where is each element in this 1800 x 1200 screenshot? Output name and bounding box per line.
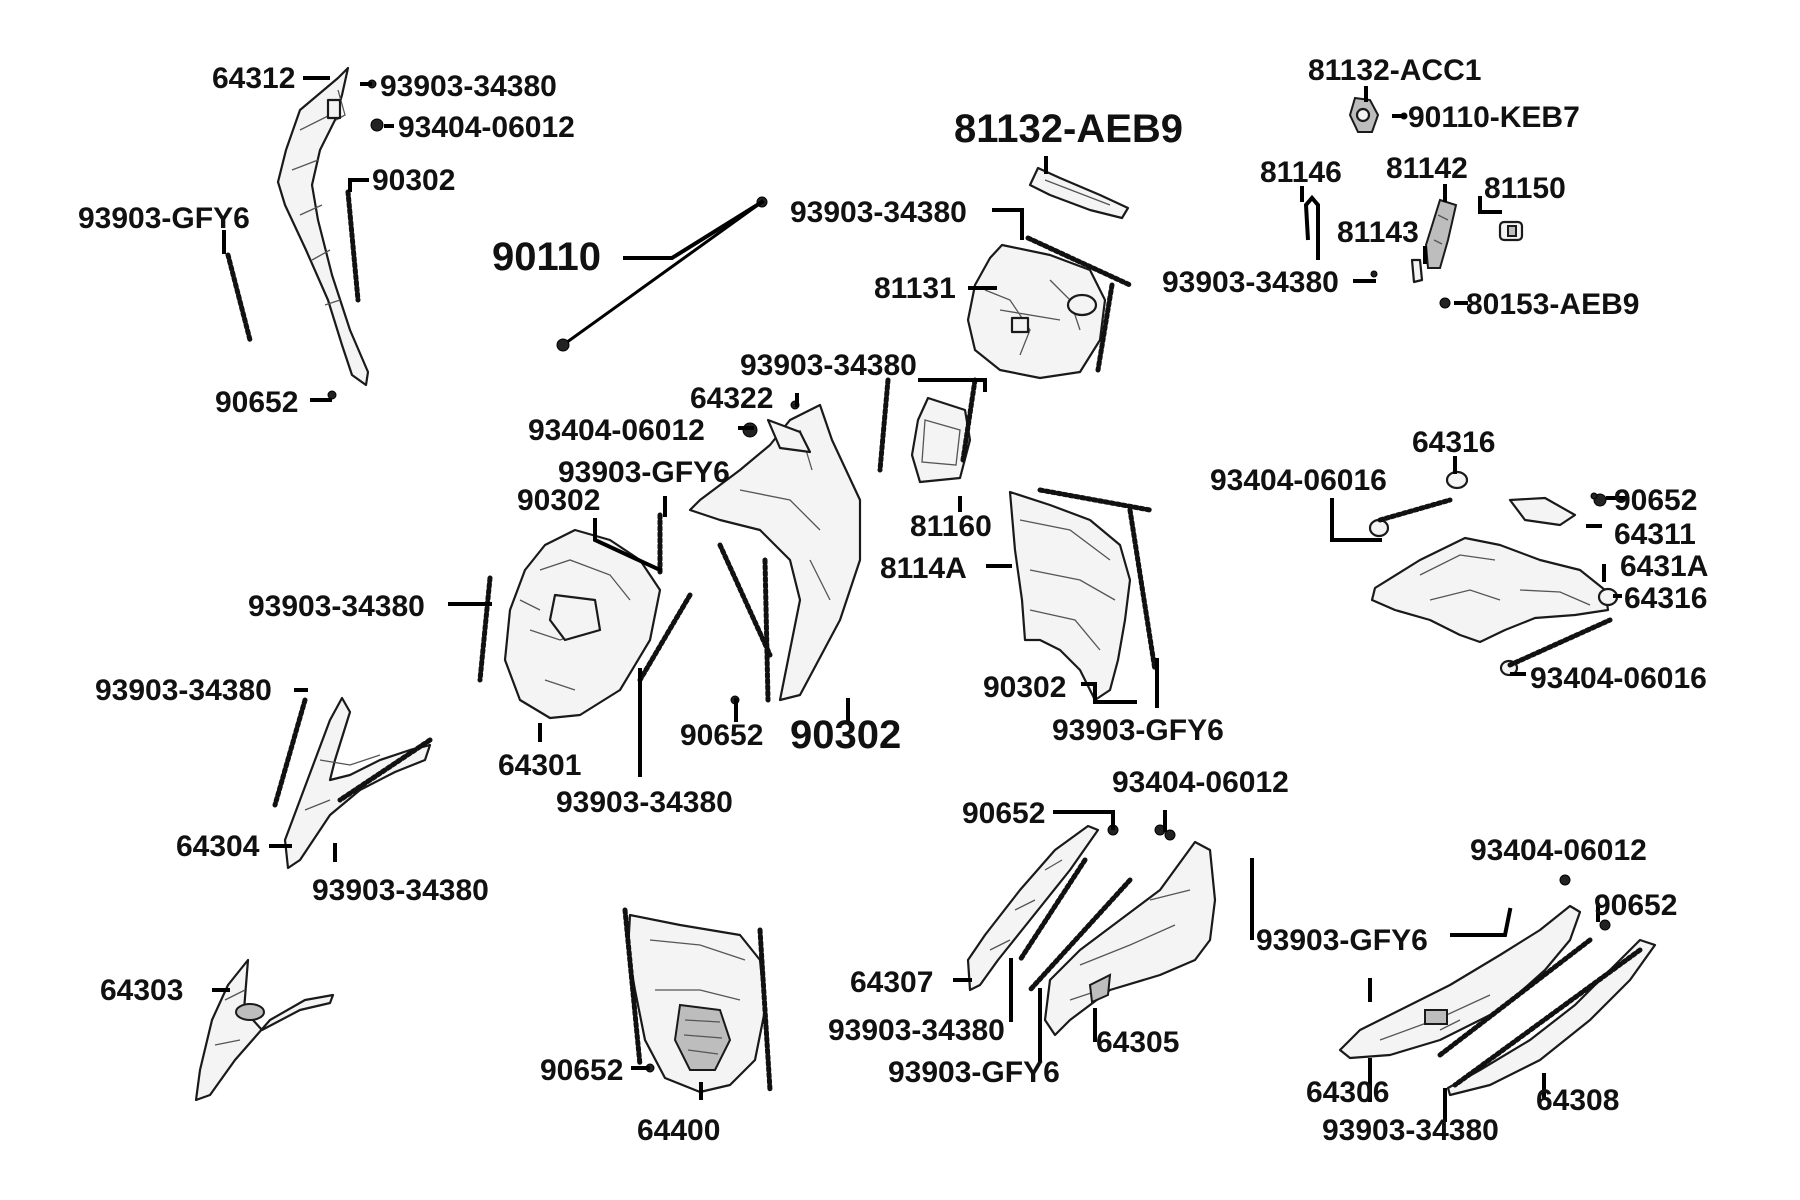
- label-90302: 90302: [517, 484, 600, 517]
- part-labels: 64312 93903-34380 93404-06012 90302 9390…: [78, 54, 1708, 1147]
- label-93903-34380: 93903-34380: [790, 196, 967, 229]
- label-93903-GFY6: 93903-GFY6: [1052, 714, 1224, 747]
- label-90652: 90652: [680, 719, 763, 752]
- label-81132-AEB9: 81132-AEB9: [954, 107, 1183, 151]
- label-64301: 64301: [498, 749, 581, 782]
- part-81131-inner-cover: [966, 243, 1107, 380]
- label-81142: 81142: [1386, 152, 1468, 185]
- part-64303-front-tip: [194, 958, 335, 1102]
- part-floor-panel: [1368, 470, 1619, 677]
- label-93404-06016: 93404-06016: [1210, 464, 1387, 497]
- label-93903-34380: 93903-34380: [740, 349, 917, 382]
- label-90110: 90110: [492, 235, 601, 279]
- part-64305-inner-lower: [1043, 840, 1217, 1037]
- leader-lines: [212, 76, 1627, 1122]
- part-81132-AEB9-top-cover: [1028, 166, 1130, 220]
- label-93903-34380: 93903-34380: [556, 786, 733, 819]
- label-93404-06012: 93404-06012: [398, 111, 575, 144]
- label-64303: 64303: [100, 974, 183, 1007]
- part-81146-hook: [1303, 194, 1320, 260]
- label-93903-34380: 93903-34380: [95, 674, 272, 707]
- part-64304-lower-v-panel: [283, 696, 432, 870]
- label-90652: 90652: [215, 386, 298, 419]
- label-64316: 64316: [1412, 426, 1495, 459]
- label-93903-34380: 93903-34380: [248, 590, 425, 623]
- part-81143-clip: [1410, 258, 1424, 284]
- label-64305: 64305: [1096, 1026, 1179, 1059]
- label-81160: 81160: [910, 510, 992, 543]
- label-81143: 81143: [1337, 216, 1419, 249]
- label-81131: 81131: [874, 272, 956, 305]
- part-64301-front-panel: [503, 528, 662, 720]
- part-81160-box: [910, 396, 972, 484]
- label-93404-06012: 93404-06012: [1112, 766, 1289, 799]
- label-93903-GFY6: 93903-GFY6: [1256, 924, 1428, 957]
- part-64307-side-strip: [966, 824, 1100, 992]
- label-81146: 81146: [1260, 156, 1342, 189]
- label-93903-GFY6: 93903-GFY6: [888, 1056, 1060, 1089]
- label-93404-06012: 93404-06012: [1470, 834, 1647, 867]
- label-81132-ACC1: 81132-ACC1: [1308, 54, 1481, 87]
- label-93903-GFY6: 93903-GFY6: [558, 456, 730, 489]
- label-90302: 90302: [372, 164, 455, 197]
- label-93903-GFY6: 93903-GFY6: [78, 202, 250, 235]
- label-64312: 64312: [212, 62, 295, 95]
- label-64311: 64311: [1614, 518, 1696, 551]
- label-64306: 64306: [1306, 1076, 1389, 1109]
- part-8114A-inner-shield: [1008, 490, 1132, 702]
- label-81150: 81150: [1484, 172, 1566, 205]
- label-93404-06016: 93404-06016: [1530, 662, 1707, 695]
- label-64400: 64400: [637, 1114, 720, 1147]
- label-64322: 64322: [690, 382, 773, 415]
- label-64304: 64304: [176, 830, 260, 863]
- part-front-center-cover: [688, 403, 862, 702]
- label-93903-34380: 93903-34380: [828, 1014, 1005, 1047]
- part-81142-latch: [1424, 198, 1458, 269]
- label-90652: 90652: [540, 1054, 623, 1087]
- label-93903-34380: 93903-34380: [312, 874, 489, 907]
- label-90302: 90302: [790, 713, 901, 757]
- label-90652: 90652: [1594, 889, 1677, 922]
- label-93404-06012: 93404-06012: [528, 414, 705, 447]
- label-8114A: 8114A: [880, 552, 967, 585]
- part-81132-ACC1-lock: [1348, 96, 1380, 133]
- label-90652: 90652: [1614, 484, 1697, 517]
- label-90110-KEB7: 90110-KEB7: [1408, 101, 1580, 134]
- part-81150-actuator: [1498, 220, 1524, 242]
- part-64400-front-lower-panel: [626, 913, 767, 1094]
- label-64307: 64307: [850, 966, 933, 999]
- part-64312-side-panel: [276, 66, 370, 387]
- label-93903-34380: 93903-34380: [1162, 266, 1339, 299]
- label-80153-AEB9: 80153-AEB9: [1466, 288, 1639, 321]
- label-93903-34380: 93903-34380: [1322, 1114, 1499, 1147]
- label-6431A: 6431A: [1620, 550, 1708, 583]
- part-64306-right-side: [1338, 904, 1582, 1060]
- label-90652: 90652: [962, 797, 1045, 830]
- label-90302: 90302: [983, 671, 1066, 704]
- label-93903-34380: 93903-34380: [380, 70, 557, 103]
- label-64308: 64308: [1536, 1084, 1619, 1117]
- label-64316: 64316: [1624, 582, 1707, 615]
